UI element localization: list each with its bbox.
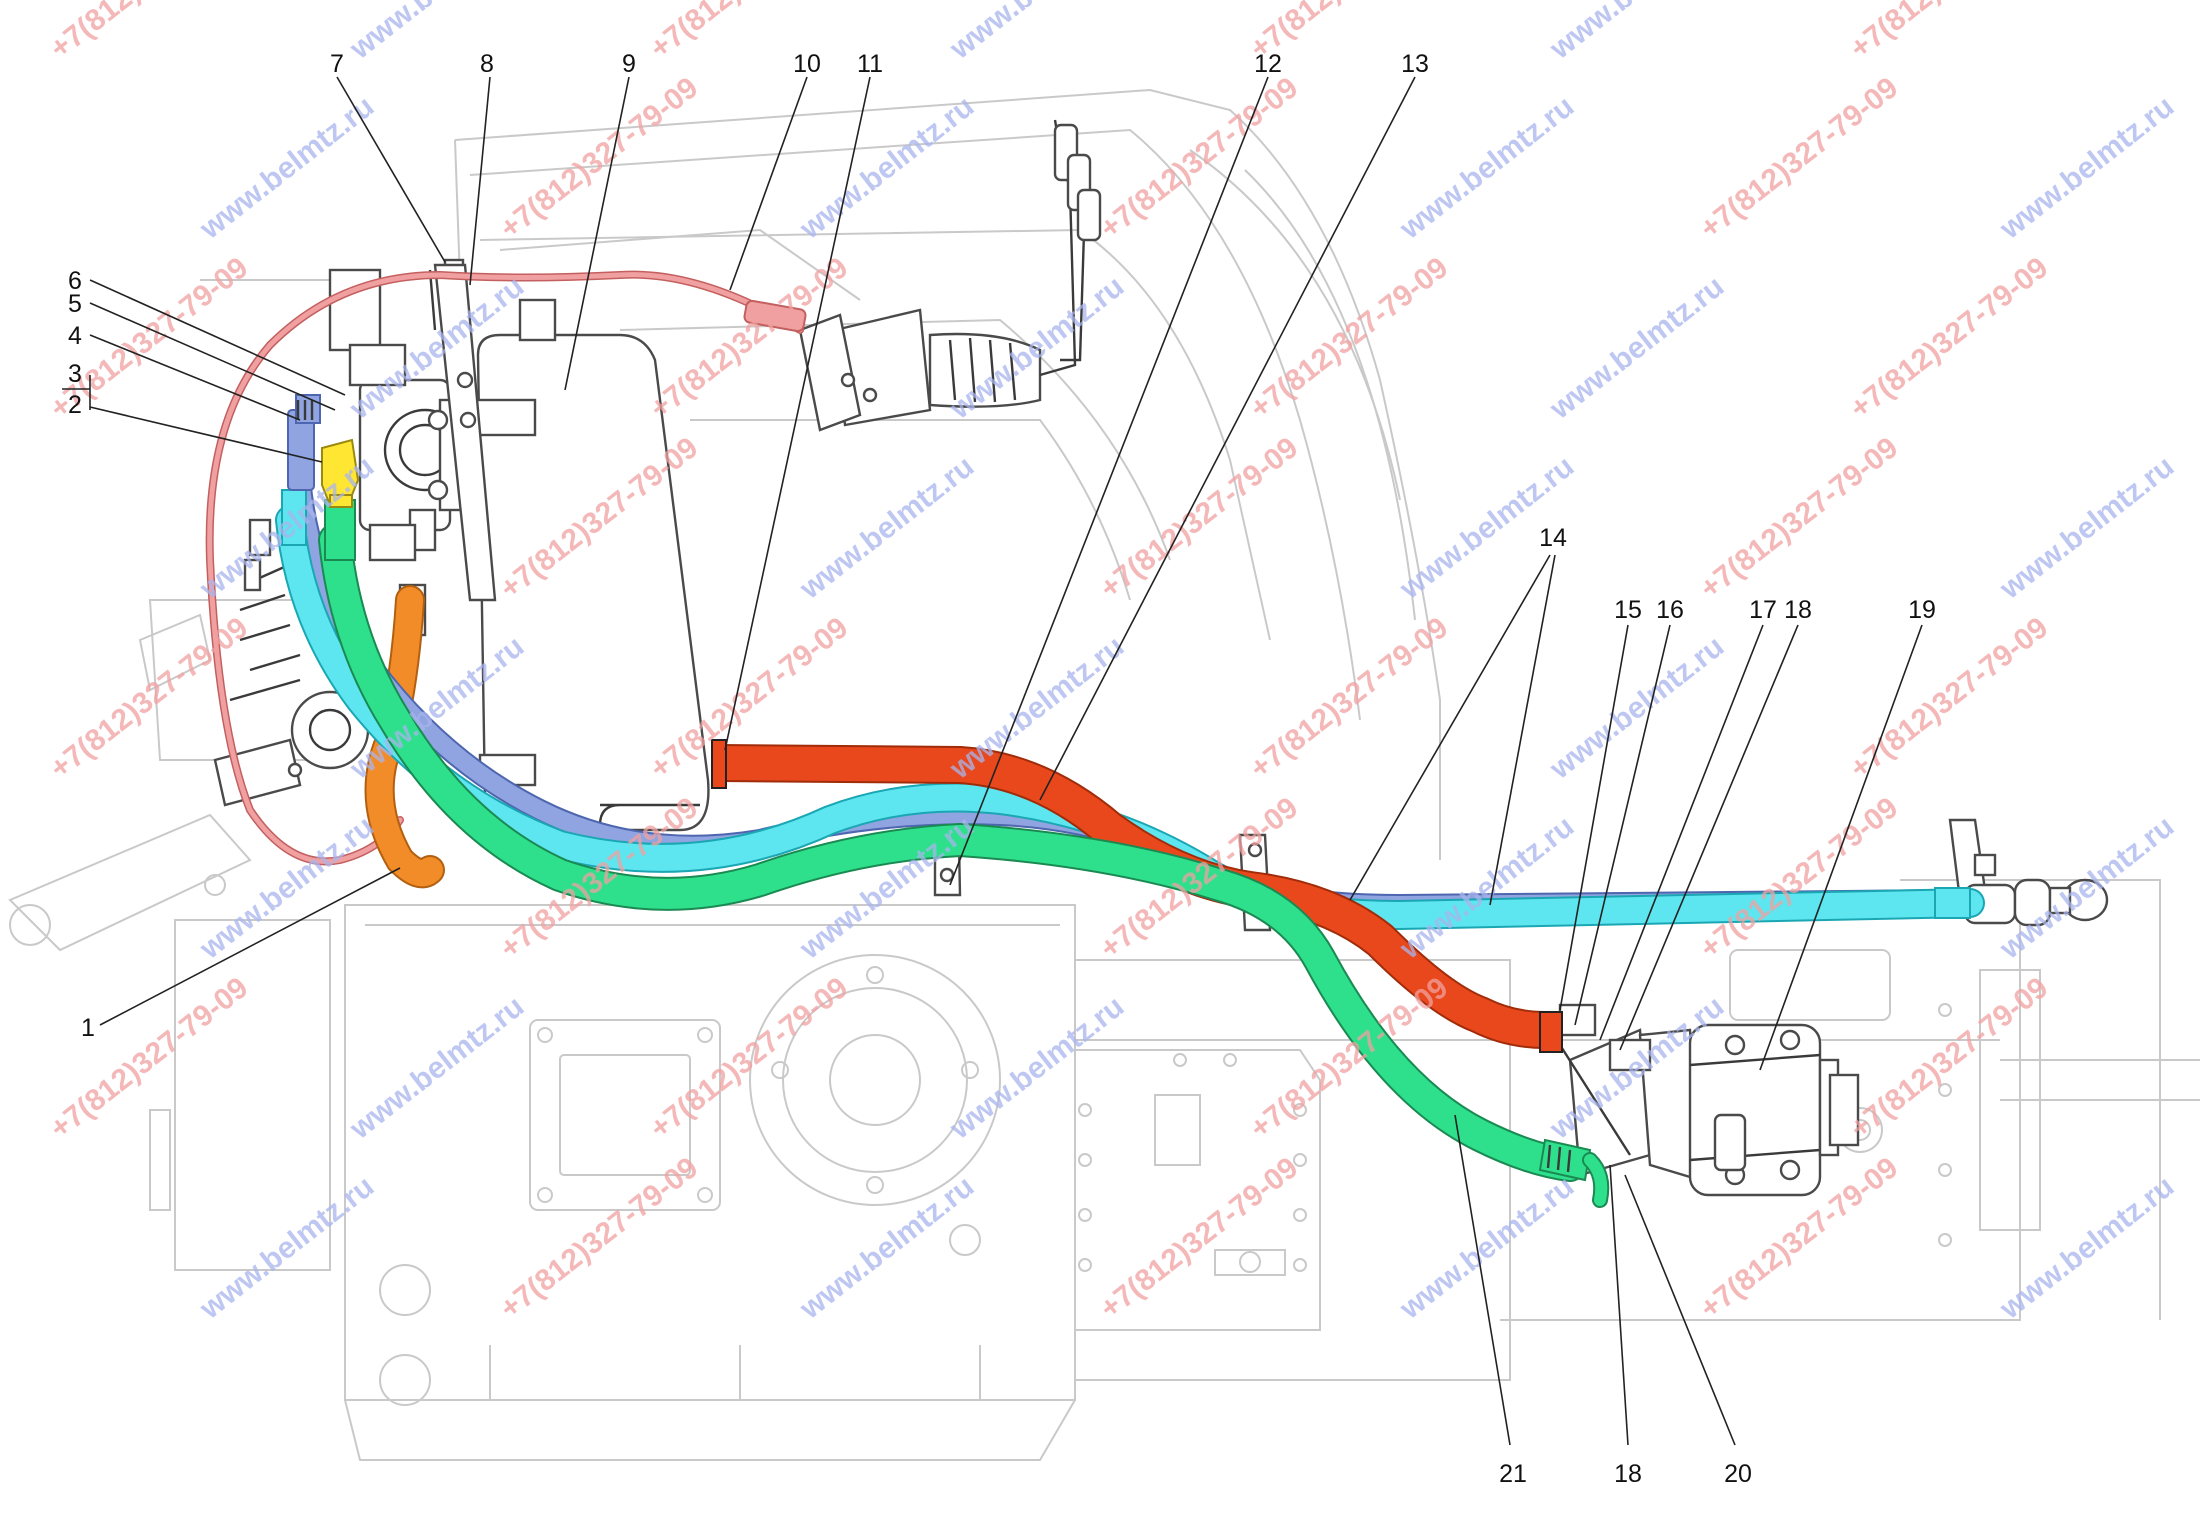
leader-5 (89, 302, 336, 411)
leader-16 (1574, 624, 1671, 1026)
callout-16: 16 (1656, 596, 1684, 624)
callout-1: 1 (81, 1014, 95, 1042)
leader-8 (469, 76, 491, 286)
callout-labels: 1 2 3 4 5 6 7 8 9 10 11 12 13 14 15 16 1… (62, 50, 1936, 1488)
watermark-text: +7(812)327-79-09 (644, 0, 854, 66)
watermark-text: www.belmtz.ru (343, 0, 530, 66)
hoses (205, 270, 1985, 1208)
watermark-text: +7(812)327-79-09 (1244, 251, 1454, 425)
callout-10: 10 (793, 50, 821, 78)
callout-18-top: 18 (1784, 596, 1812, 624)
watermark-text: +7(812)327-79-09 (1094, 431, 1304, 605)
leader-4 (89, 334, 301, 421)
watermark-text: www.belmtz.ru (1993, 90, 2180, 246)
watermark-text: +7(812)327-79-09 (1694, 431, 1904, 605)
watermark-text: +7(812)327-79-09 (1844, 971, 2054, 1145)
watermark-text: +7(812)327-79-09 (644, 971, 854, 1145)
watermark-text: +7(812)327-79-09 (1694, 791, 1904, 965)
callout-21: 21 (1499, 1460, 1527, 1488)
callout-11: 11 (857, 50, 883, 78)
leader-18b (1609, 1164, 1629, 1446)
watermark-text: www.belmtz.ru (1393, 90, 1580, 246)
mechanical-parts (213, 119, 2109, 1197)
leader-lines (89, 76, 1923, 1446)
watermark-text: +7(812)327-79-09 (494, 1151, 704, 1325)
leader-11 (724, 76, 871, 751)
watermark-text: www.belmtz.ru (1393, 810, 1580, 966)
watermark-text: +7(812)327-79-09 (1844, 251, 2054, 425)
watermark-text: www.belmtz.ru (193, 90, 380, 246)
watermark-text: +7(812)327-79-09 (1694, 71, 1904, 245)
leader-17 (1599, 624, 1764, 1041)
leader-14b (1489, 554, 1556, 906)
watermark-text: www.belmtz.ru (943, 630, 1130, 786)
watermark-text: +7(812)327-79-09 (1844, 0, 2054, 66)
leader-18a (1619, 624, 1799, 1051)
leader-21 (1454, 1114, 1511, 1446)
callout-9: 9 (622, 50, 636, 78)
callout-6: 6 (68, 267, 82, 295)
callout-3: 3 (68, 360, 82, 388)
callout-4: 4 (68, 322, 82, 350)
callout-18-bottom: 18 (1614, 1460, 1642, 1488)
callout-5: 5 (68, 290, 82, 318)
leader-15 (1559, 624, 1629, 1011)
leader-13 (1039, 76, 1416, 801)
callout-15: 15 (1614, 596, 1642, 624)
leader-19 (1759, 624, 1923, 1071)
callout-13: 13 (1401, 50, 1429, 78)
callout-14: 14 (1539, 524, 1567, 552)
watermark-text: +7(812)327-79-09 (1094, 1151, 1304, 1325)
watermark-text: www.belmtz.ru (1543, 0, 1730, 66)
leader-12 (949, 76, 1269, 886)
leader-1 (99, 867, 401, 1026)
callout-7: 7 (330, 50, 344, 78)
watermark-text: www.belmtz.ru (193, 1170, 380, 1326)
watermark-text: www.belmtz.ru (1543, 270, 1730, 426)
leader-2 (89, 406, 323, 463)
leader-20 (1624, 1174, 1736, 1446)
leader-14a (1349, 554, 1551, 901)
callout-20: 20 (1724, 1460, 1752, 1488)
callout-17: 17 (1749, 596, 1777, 624)
callout-19: 19 (1908, 596, 1936, 624)
callout-2: 2 (68, 391, 82, 419)
watermark-text: www.belmtz.ru (943, 990, 1130, 1146)
steering-cylinder-assembly (1558, 1003, 1860, 1197)
watermark-text: +7(812)327-79-09 (1844, 611, 2054, 785)
watermark-text: www.belmtz.ru (343, 990, 530, 1146)
callout-12: 12 (1254, 50, 1282, 78)
watermark-text: www.belmtz.ru (1993, 1170, 2180, 1326)
watermark-text: www.belmtz.ru (1993, 450, 2180, 606)
watermark-text: www.belmtz.ru (193, 810, 380, 966)
leader-9 (564, 76, 630, 391)
leader-10 (729, 76, 808, 291)
watermark-text: www.belmtz.ru (793, 450, 980, 606)
leader-7 (336, 76, 446, 263)
watermark-text: www.belmtz.ru (943, 0, 1130, 66)
watermark-text: +7(812)327-79-09 (1094, 71, 1304, 245)
callout-8: 8 (480, 50, 494, 78)
leader-6 (89, 279, 346, 396)
electric-actuator (798, 119, 1102, 432)
watermark-text: +7(812)327-79-09 (44, 0, 254, 66)
